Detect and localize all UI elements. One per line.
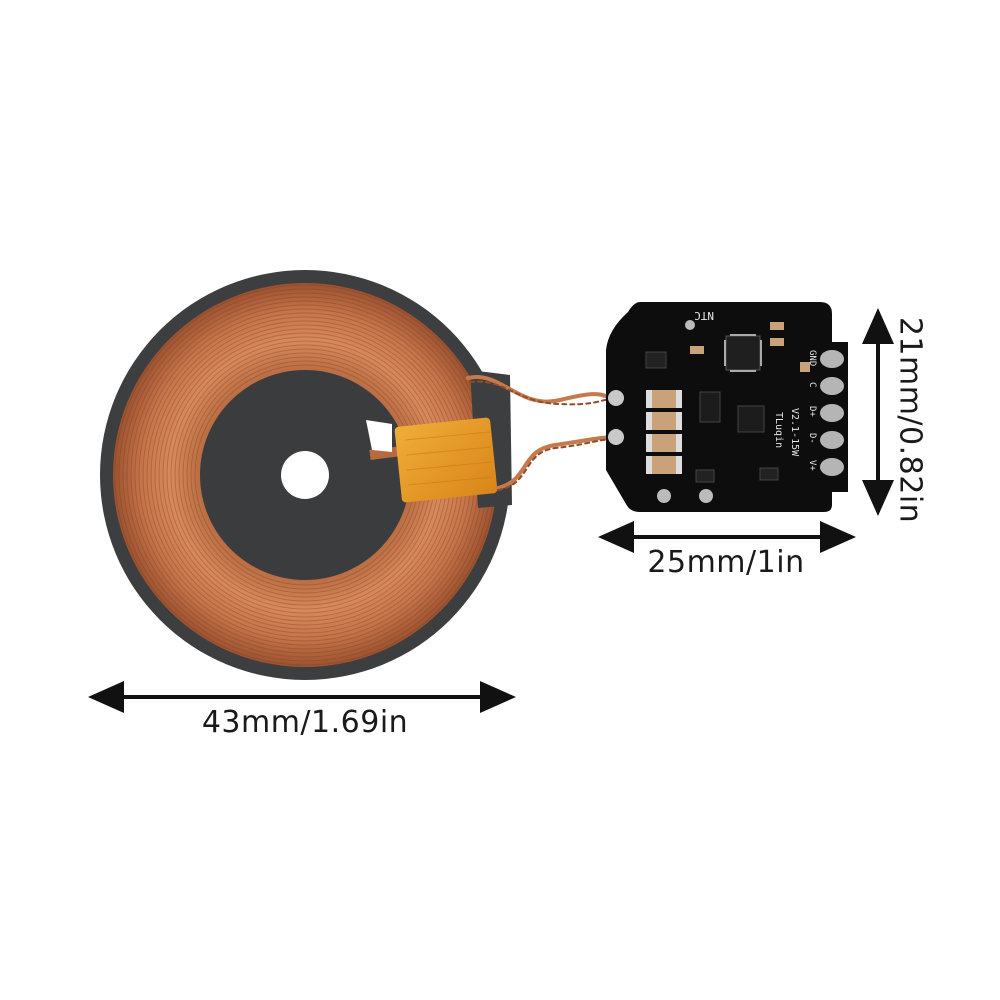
pad-label-d-plus: D+	[807, 406, 817, 417]
pad-label-gnd: GND	[807, 350, 817, 366]
coil-pad-top	[608, 390, 624, 406]
pad-label-v-plus: V+	[807, 460, 817, 471]
smd-components	[645, 320, 810, 503]
pad-v-plus	[820, 458, 844, 476]
coil-width-label: 43mm/1.69in	[201, 705, 409, 740]
pad-c	[820, 377, 844, 395]
capacitor-bank	[646, 390, 682, 474]
controller-ic	[725, 335, 761, 371]
brand-silkscreen: TLuqin	[773, 412, 784, 448]
white-lead-tab	[366, 420, 392, 452]
pad-label-d-minus: D-	[807, 433, 817, 444]
ic-pins	[724, 334, 762, 372]
lower-lead-twist	[497, 438, 613, 491]
center-hole	[281, 451, 329, 499]
upper-lead-wire	[466, 374, 614, 404]
board-height-label: 21mm/0.82in	[892, 316, 928, 524]
receiver-pcb: NTC V2.1-15W TLuqin GND C D+ D- V+	[606, 302, 848, 512]
lower-lead-wire	[496, 435, 614, 490]
model-silkscreen: V2.1-15W	[789, 408, 800, 457]
dimension-arrows	[88, 308, 894, 713]
charging-coil	[100, 270, 512, 680]
tape-texture	[404, 431, 494, 486]
pad-d-plus	[820, 404, 844, 422]
pad-label-c: C	[807, 382, 817, 387]
pad-d-minus	[820, 431, 844, 449]
board-width-label: 25mm/1in	[647, 545, 805, 580]
output-pads	[820, 350, 844, 476]
coil-pad-bottom	[608, 429, 624, 445]
kapton-tape	[394, 417, 498, 503]
upper-lead-twist	[469, 380, 613, 406]
coil-leads	[466, 374, 614, 491]
pad-labels: GND C D+ D- V+	[807, 350, 817, 471]
pad-gnd	[820, 350, 844, 368]
ntc-silkscreen: NTC	[694, 309, 714, 322]
